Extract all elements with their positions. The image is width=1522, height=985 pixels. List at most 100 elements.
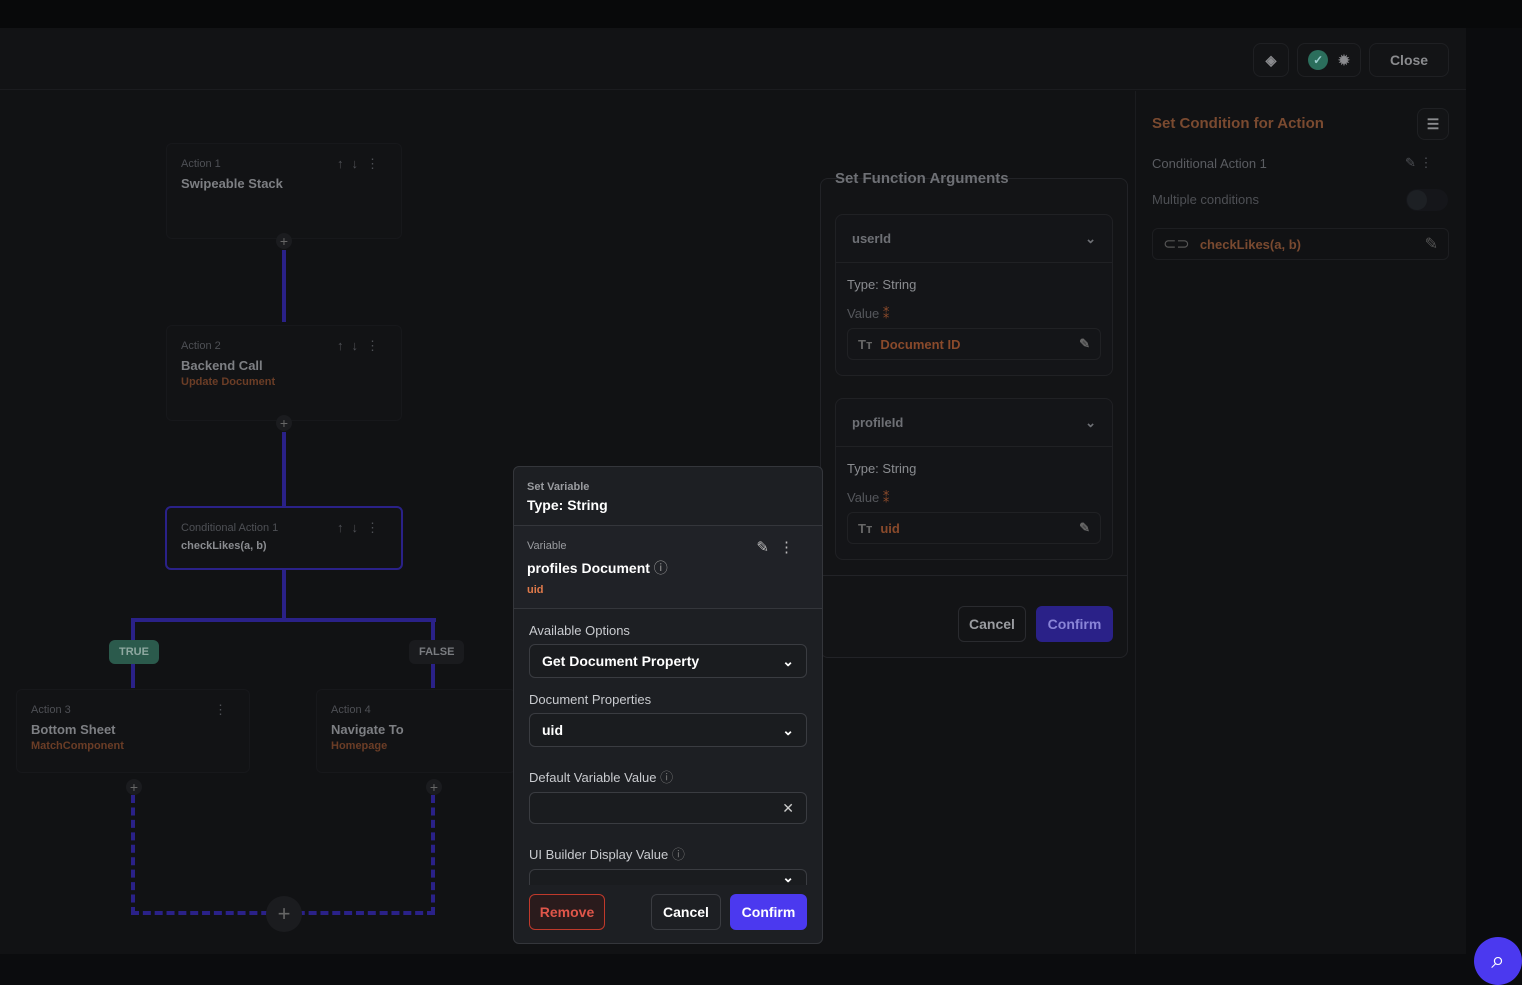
flow-node-action-4[interactable]: Action 4 Navigate To Homepage — [316, 689, 516, 773]
cancel-button[interactable]: Cancel — [651, 894, 721, 930]
text-type-icon: Tт — [858, 520, 873, 536]
document-properties-select[interactable]: uid⌄ — [529, 713, 807, 747]
flow-node-action-1[interactable]: ↑↓⋮ Action 1 Swipeable Stack — [166, 143, 402, 239]
search-help-button[interactable]: ⌕ — [1474, 937, 1522, 985]
node-subtitle: MatchComponent — [31, 740, 124, 752]
edit-icon[interactable]: ✎ — [1079, 336, 1090, 351]
value-label: Value ⁑ — [847, 306, 890, 321]
node-subtitle: Update Document — [181, 376, 276, 388]
set-variable-heading: Set Variable — [527, 481, 590, 493]
condition-field[interactable]: ⊂⊃ checkLikes(a, b) ✎ — [1152, 228, 1449, 260]
remove-button[interactable]: Remove — [529, 894, 605, 930]
add-action-button[interactable]: + — [276, 415, 292, 431]
argument-header[interactable]: profileId ⌄ — [836, 399, 1112, 447]
chevron-down-icon: ⌄ — [782, 652, 794, 669]
connector — [131, 618, 436, 622]
connector — [282, 250, 286, 322]
argument-value: uid — [880, 520, 900, 536]
editor-header — [0, 28, 1466, 90]
info-icon: ⓘ — [671, 847, 685, 862]
args-confirm-button[interactable]: Confirm — [1036, 606, 1113, 642]
confirm-button[interactable]: Confirm — [730, 894, 807, 930]
add-action-button[interactable]: + — [126, 779, 142, 795]
true-branch-badge: TRUE — [109, 640, 159, 664]
ui-builder-select[interactable]: ⌄ — [529, 869, 807, 885]
available-options-select[interactable]: Get Document Property⌄ — [529, 644, 807, 678]
node-controls[interactable]: ↑↓⋮ — [337, 156, 387, 171]
chevron-down-icon: ⌄ — [1085, 414, 1096, 430]
node-label: Action 4 — [331, 704, 371, 716]
node-title: Swipeable Stack — [181, 176, 283, 191]
function-arguments-title: Set Function Arguments — [835, 170, 1009, 186]
chevron-down-icon: ⌄ — [1085, 230, 1096, 246]
edit-more-icons[interactable]: ✎⋮ — [756, 539, 804, 556]
default-value-label: Default Variable Value — [529, 770, 657, 785]
node-label: Action 1 — [181, 158, 221, 170]
value-label: Value ⁑ — [847, 490, 890, 505]
edit-icon[interactable]: ✎ — [1424, 236, 1438, 253]
edit-icon[interactable]: ✎ ⋮ — [1405, 155, 1433, 170]
multiple-conditions-toggle[interactable] — [1406, 189, 1448, 211]
node-label: Action 2 — [181, 340, 221, 352]
available-options-label: Available Options — [529, 623, 630, 638]
argument-type: Type: String — [847, 277, 917, 292]
add-action-button[interactable]: + — [266, 896, 302, 932]
false-branch-badge: FALSE — [409, 640, 465, 664]
node-title: Bottom Sheet — [31, 722, 116, 737]
ai-agent-button[interactable]: ◈ — [1253, 43, 1289, 77]
connector — [282, 432, 286, 506]
set-variable-panel: Set Variable Type: String Variable profi… — [513, 466, 823, 944]
variable-label: Variable — [527, 540, 567, 552]
variable-name: profiles Document — [527, 560, 650, 576]
node-title: Backend Call — [181, 358, 263, 373]
argument-card-userid: userId ⌄ Type: String Value ⁑ Tт Document … — [835, 214, 1113, 376]
node-controls[interactable]: ↑↓⋮ — [337, 520, 387, 535]
chevron-down-icon: ⌄ — [782, 721, 794, 738]
gem-icon: ◈ — [1265, 51, 1277, 68]
condition-panel-title: Set Condition for Action — [1152, 115, 1324, 132]
argument-type: Type: String — [847, 461, 917, 476]
add-action-button[interactable]: + — [276, 233, 292, 249]
note-add-icon: ☰ — [1426, 115, 1440, 132]
search-icon: ⌕ — [1491, 947, 1505, 974]
add-note-button[interactable]: ☰ — [1417, 108, 1449, 140]
condition-value: checkLikes(a, b) — [1199, 236, 1301, 252]
node-controls[interactable]: ⋮ — [214, 702, 235, 717]
node-title: Navigate To — [331, 722, 404, 737]
text-type-icon: Tт — [858, 336, 873, 352]
connector — [282, 570, 286, 620]
validation-debug-button[interactable]: ✓✹ — [1297, 43, 1361, 77]
check-circle-icon: ✓ — [1308, 50, 1329, 70]
node-label: Conditional Action 1 — [181, 522, 279, 534]
variable-field: uid — [527, 584, 544, 596]
bug-icon: ✹ — [1338, 51, 1350, 68]
document-properties-label: Document Properties — [529, 692, 652, 707]
clear-icon[interactable]: ✕ — [782, 799, 794, 816]
divider — [821, 575, 1127, 576]
chevron-down-icon: ⌄ — [782, 869, 794, 885]
close-button[interactable]: Close — [1369, 43, 1449, 77]
condition-panel — [1135, 91, 1466, 954]
flow-node-conditional[interactable]: ↑↓⋮ Conditional Action 1 checkLikes(a, b) — [165, 506, 403, 570]
conditional-action-name: Conditional Action 1 — [1152, 156, 1267, 171]
add-action-button[interactable]: + — [426, 779, 442, 795]
node-controls[interactable]: ↑↓⋮ — [337, 338, 387, 353]
toggle-icon: ⊂⊃ — [1163, 236, 1190, 253]
node-subtitle: Homepage — [331, 740, 388, 752]
argument-header[interactable]: userId ⌄ — [836, 215, 1112, 263]
multiple-conditions-label: Multiple conditions — [1152, 192, 1259, 207]
argument-name: userId — [852, 231, 892, 246]
args-cancel-button[interactable]: Cancel — [958, 606, 1026, 642]
node-title: checkLikes(a, b) — [181, 540, 267, 552]
info-icon: ⓘ — [653, 560, 668, 576]
node-label: Action 3 — [31, 704, 71, 716]
default-value-input[interactable]: ✕ — [529, 792, 807, 824]
argument-name: profileId — [852, 415, 904, 430]
argument-value-field[interactable]: Tт Document ID ✎ — [847, 328, 1101, 360]
edit-icon[interactable]: ✎ — [1079, 520, 1090, 535]
argument-value: Document ID — [880, 336, 961, 352]
